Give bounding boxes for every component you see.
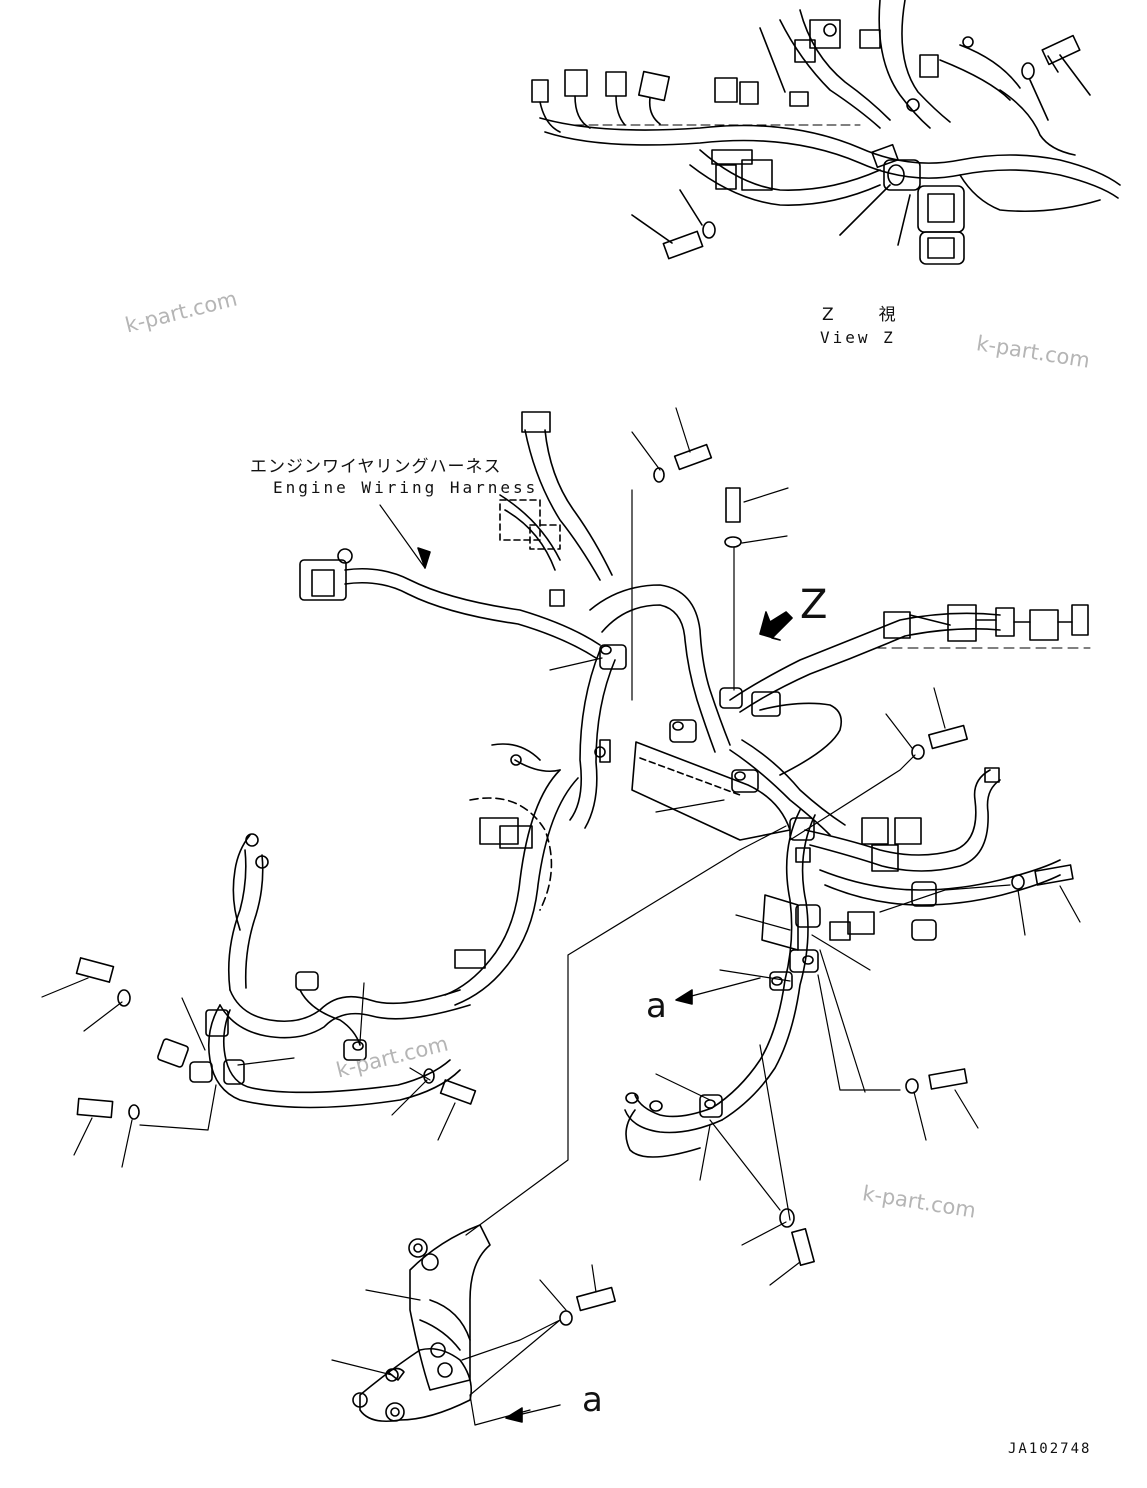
detail-a-letter-2: a	[582, 1380, 603, 1420]
view-z-inset	[531, 0, 1121, 265]
bolts-main	[75, 443, 1074, 1381]
detail-a-letter-1: a	[646, 986, 667, 1026]
view-label-en: View Z	[820, 328, 896, 347]
main-harness-assembly	[41, 407, 1091, 1426]
view-z-arrow	[759, 611, 793, 641]
harness-label-jp: エンジンワイヤリングハーネス	[250, 457, 502, 477]
drawing-code: JA102748	[1008, 1441, 1092, 1457]
bolt-z1	[1021, 34, 1081, 80]
leader-lines	[41, 407, 1081, 1426]
view-z-letter: Z	[800, 582, 828, 628]
view-label-jp: Z 視	[822, 305, 910, 325]
harness-label-en: Engine Wiring Harness	[273, 478, 539, 497]
bolt-z2	[662, 221, 716, 260]
